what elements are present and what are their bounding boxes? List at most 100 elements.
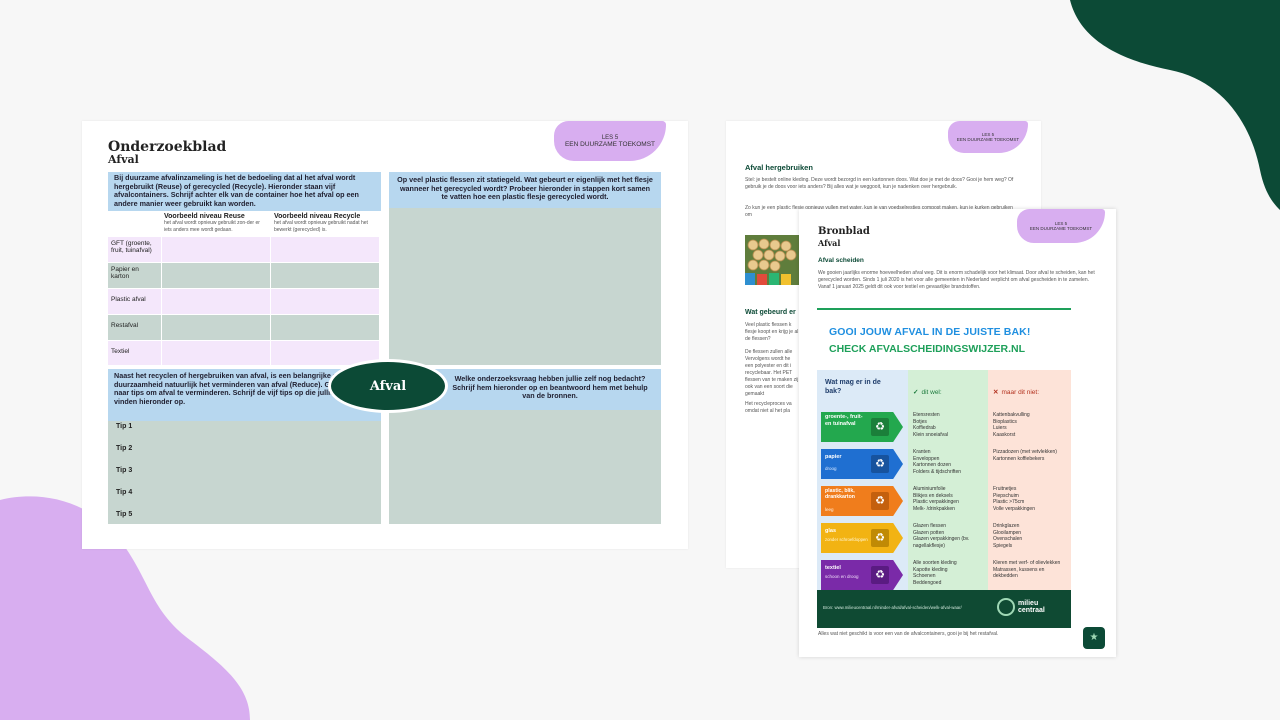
reuse-cell[interactable] — [162, 289, 270, 314]
bottle-question-box: Op veel plastic flessen zit statiegeld. … — [389, 172, 661, 208]
logo-text-line2: centraal — [1018, 607, 1045, 614]
lilac-corner-blob — [0, 496, 250, 720]
waste-infographic: GOOI JOUW AFVAL IN DE JUISTE BAK! CHECK … — [817, 308, 1071, 628]
no-item: Luiers — [993, 425, 1007, 431]
col2-desc: het afval wordt opnieuw gebruikt nadat h… — [274, 220, 368, 233]
category-name: textiel — [825, 565, 841, 571]
research-answer-area[interactable] — [389, 410, 661, 524]
category-arrow: textiel schoon en droog ♻ — [821, 560, 903, 590]
paragraph: Veel plastic flessen k flesje koopt en k… — [745, 322, 799, 342]
infographic-subheadline: CHECK AFVALSCHEIDINGSWIJZER.NL — [829, 343, 1026, 355]
reuse-cell[interactable] — [162, 263, 270, 288]
yes-item: Etensresten — [913, 412, 940, 418]
table-row: GFT (groente, fruit, tuinafval) — [108, 237, 381, 262]
col2-header: Voorbeeld niveau Recycle het afval wordt… — [274, 213, 378, 234]
lesson-tag-line2: EEN DUURZAME TOEKOMST — [564, 140, 656, 148]
no-item: Bioplastics — [993, 418, 1017, 425]
yes-header: ✓ dit wel: — [913, 388, 942, 397]
category-sub: schoon en droog — [825, 574, 859, 579]
research-question-text: Welke onderzoeksvraag hebben jullie zelf… — [452, 374, 648, 401]
no-item: Volle verpakkingen — [993, 505, 1035, 512]
yes-item: Kapotte kleding — [913, 566, 948, 573]
reuse-cell[interactable] — [162, 315, 270, 340]
yes-item: Melk- /drinkpakken — [913, 505, 955, 512]
row-label: Papier en karton — [108, 263, 161, 288]
no-item: Ovenschalen — [993, 536, 1023, 542]
logo-text-line1: milieu — [1018, 599, 1039, 607]
yes-item: Plastic verpakkingen — [913, 499, 959, 505]
recycle-cell[interactable] — [271, 289, 379, 314]
no-list: Drinkglazen Glooilampen Ovenschalen Spie… — [993, 523, 1065, 549]
school-badge-icon: ★ — [1083, 627, 1105, 649]
center-label: Afval — [369, 378, 407, 394]
no-list: Kleren met verf- of olievlekken Matrasse… — [993, 560, 1065, 580]
no-list: Kattenbakvulling Bioplastics Luiers Kaas… — [993, 412, 1065, 438]
category-row-papier: papier droog ♻ Kranten Enveloppen Karton… — [817, 447, 1071, 481]
section-heading: Afval hergebruiken — [745, 163, 813, 172]
bottle-answer-area[interactable] — [389, 208, 661, 365]
no-item: Kleren met verf- of olievlekken — [993, 560, 1061, 566]
table-row: Textiel — [108, 341, 381, 365]
col1-desc: het afval wordt opnieuw gebruikt zon-der… — [164, 220, 260, 233]
yes-item: Schoenen — [913, 573, 936, 579]
page-title: Onderzoekblad — [108, 139, 227, 155]
yes-item: Klein snoeiafval — [913, 431, 949, 438]
category-sub: leeg — [825, 507, 834, 512]
category-arrow: plastic, blik, drankkarton leeg ♻ — [821, 486, 903, 516]
category-row-gft: groente-, fruit- en tuinafval ♻ Etensres… — [817, 410, 1071, 444]
col1-header: Voorbeeld niveau Reuse het afval wordt o… — [164, 213, 268, 234]
lesson-tag-line2: EEN DUURZAME TOEKOMST — [1029, 226, 1093, 231]
category-row-glas: glas zonder schroefdoppen ♻ Glazen fless… — [817, 521, 1071, 555]
lesson-tag-line2: EEN DUURZAME TOEKOMST — [956, 137, 1020, 142]
category-name: groente-, fruit- en tuinafval — [825, 414, 863, 427]
no-item: Kaaskorst — [993, 431, 1016, 438]
yes-item: Kranten — [913, 449, 931, 455]
no-header: ✕ maar dit niet: — [993, 388, 1039, 397]
yes-item: Beddengoed — [913, 579, 942, 586]
reuse-cell[interactable] — [162, 341, 270, 365]
yes-item: Aluminiumfolie — [913, 486, 946, 492]
row-label: Plastic afval — [108, 289, 161, 314]
yes-list: Glazen flessen Glazen potten Glazen verp… — [913, 523, 985, 549]
page-title: Bronblad — [818, 226, 870, 237]
crushed-bottles-photo — [745, 235, 800, 285]
category-sub: droog — [825, 466, 837, 471]
cross-icon: ✕ — [993, 389, 999, 396]
recycle-cell[interactable] — [271, 315, 379, 340]
no-item: Matrassen, kussens en dekbedden — [993, 566, 1045, 580]
yes-item: Blikjes en deksels — [913, 492, 953, 499]
tip-label: Tip 1 — [116, 423, 133, 430]
no-item: Piepschuim — [993, 492, 1019, 499]
bronblad-page: LES 5 EEN DUURZAME TOEKOMST Bronblad Afv… — [799, 209, 1116, 657]
no-item: Spiegels — [993, 542, 1013, 549]
yes-item: Folders & tijdschriften — [913, 468, 962, 475]
no-list: Pizzadozen (met vetvlekken) Kartonnen ko… — [993, 449, 1065, 462]
row-label: Textiel — [108, 341, 161, 365]
row-label: GFT (groente, fruit, tuinafval) — [108, 237, 161, 262]
reuse-cell[interactable] — [162, 237, 270, 262]
category-row-plastic: plastic, blik, drankkarton leeg ♻ Alumin… — [817, 484, 1071, 518]
source-text: Bron: www.milieucentraal.nl/minder-afval… — [823, 605, 962, 610]
no-item: Pizzadozen (met vetvlekken) — [993, 449, 1057, 455]
yes-item: Alle soorten kleding — [913, 560, 957, 566]
yes-item: Koffiedrab — [913, 425, 936, 431]
no-item: Fruitnetjes — [993, 486, 1017, 492]
check-icon: ✓ — [913, 389, 919, 396]
yes-item: Glazen flessen — [913, 523, 947, 529]
no-column — [988, 370, 1071, 608]
recycle-bin-icon: ♻ — [871, 492, 889, 510]
table-row: Plastic afval — [108, 289, 381, 314]
yes-list: Aluminiumfolie Blikjes en deksels Plasti… — [913, 486, 985, 512]
category-arrow: glas zonder schroefdoppen ♻ — [821, 523, 903, 553]
page-subtitle: Afval — [108, 153, 139, 166]
recycle-cell[interactable] — [271, 237, 379, 262]
category-arrow: groente-, fruit- en tuinafval ♻ — [821, 412, 903, 442]
tip-label: Tip 2 — [116, 445, 133, 452]
yes-list: Alle soorten kleding Kapotte kleding Sch… — [913, 560, 985, 586]
infographic-footer: Bron: www.milieucentraal.nl/minder-afval… — [817, 590, 1071, 628]
yes-column — [908, 370, 988, 608]
col2-title: Voorbeeld niveau Recycle — [274, 213, 361, 220]
recycle-bin-icon: ♻ — [871, 529, 889, 547]
recycle-cell[interactable] — [271, 263, 379, 288]
tips-area[interactable]: Tip 1 Tip 2 Tip 3 Tip 4 Tip 5 — [108, 421, 381, 524]
